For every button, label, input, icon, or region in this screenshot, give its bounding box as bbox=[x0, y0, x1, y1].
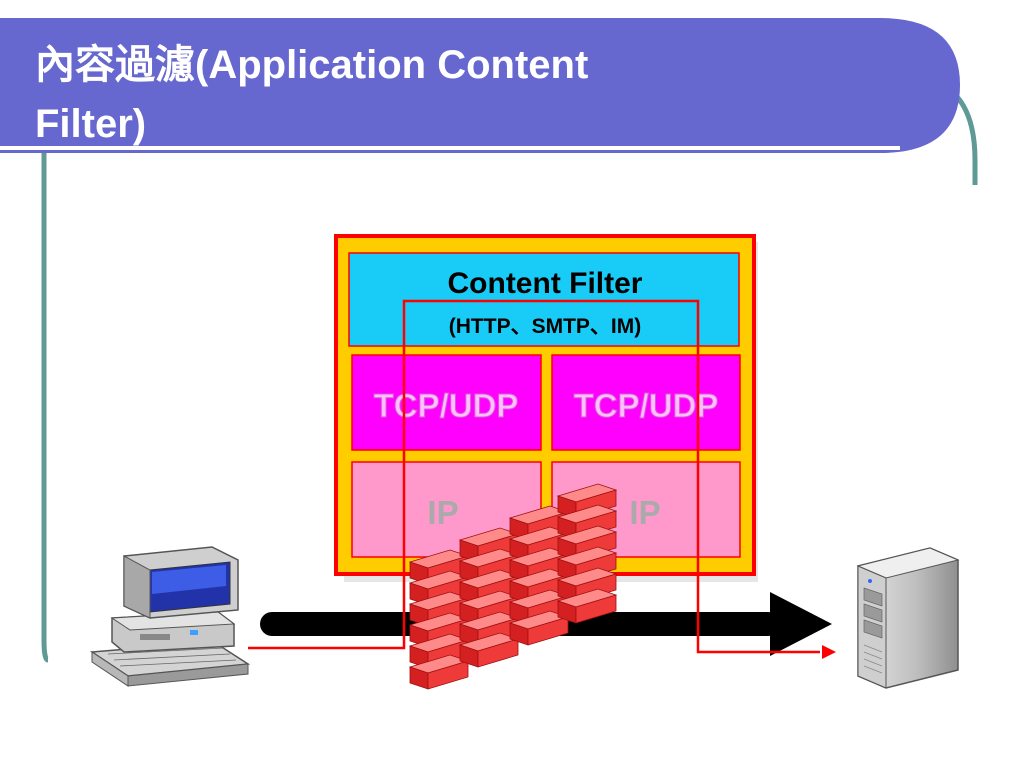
title-bar bbox=[0, 18, 960, 153]
title-underline bbox=[0, 146, 900, 150]
ip-label-left: IP bbox=[427, 494, 458, 531]
title-box: 內容過濾(Application Content Filter) bbox=[0, 18, 960, 153]
packet-path bbox=[248, 299, 820, 654]
server-tower-icon bbox=[856, 547, 960, 689]
firewall-brick-wall-icon bbox=[408, 483, 618, 690]
firewall-brick bbox=[556, 588, 618, 624]
content-filter-layer bbox=[348, 252, 740, 347]
desktop-computer-icon bbox=[89, 546, 251, 687]
tcp-udp-label-right: TCP/UDP bbox=[574, 387, 719, 424]
protocol-stack: Content Filter (HTTP、SMTP、IM) TCP/UDP TC… bbox=[334, 234, 758, 582]
firewall-brick bbox=[556, 567, 618, 603]
ip-label-right: IP bbox=[629, 494, 660, 531]
firewall-brick bbox=[408, 654, 470, 690]
content-filter-label: Content Filter bbox=[448, 267, 643, 300]
content-filter-protocols: (HTTP、SMTP、IM) bbox=[449, 315, 641, 338]
slide-title-line-1: 內容過濾(Application Content bbox=[35, 43, 589, 87]
tcp-udp-layer-right bbox=[551, 354, 741, 451]
tcp-udp-label-left: TCP/UDP bbox=[374, 387, 519, 424]
packet-path-arrowhead bbox=[822, 645, 836, 659]
firewall-brick bbox=[458, 632, 520, 668]
tcp-udp-layer-left bbox=[351, 354, 542, 451]
slide-title-line-2: Filter) bbox=[35, 102, 147, 146]
